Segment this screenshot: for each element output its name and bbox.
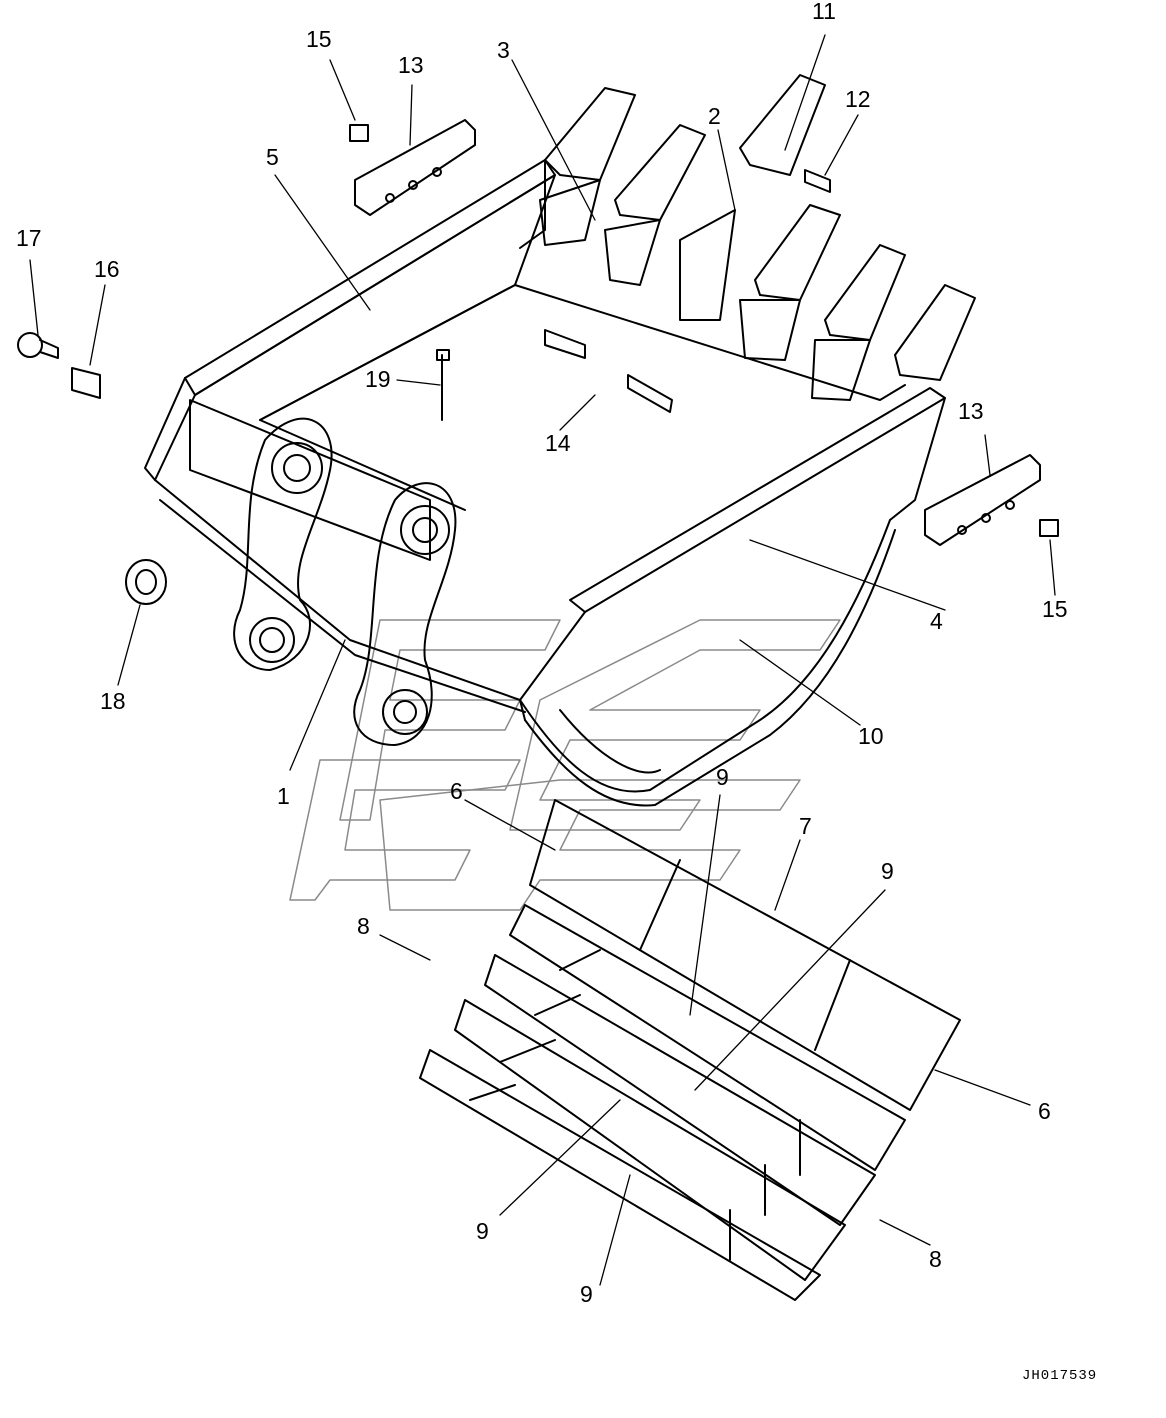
- callout-18: 18: [100, 688, 126, 714]
- callout-1: 1: [277, 783, 290, 809]
- callout-13-right: 13: [958, 398, 984, 424]
- wear-liners: [419, 799, 961, 1301]
- hardware: [17, 124, 1059, 605]
- leader-lines: [29, 34, 1056, 1286]
- nut-15-left: [349, 124, 369, 142]
- lock-16: [71, 367, 101, 399]
- link-bracket-right: [353, 482, 457, 746]
- callout-11: 11: [812, 0, 836, 24]
- callout-9-bottom: 9: [580, 1281, 593, 1307]
- shim-18: [125, 559, 167, 605]
- bolt-14a: [544, 329, 586, 359]
- callout-10: 10: [858, 723, 884, 749]
- bolt-14b: [627, 374, 673, 413]
- pin-17: [17, 332, 43, 358]
- callout-14: 14: [545, 430, 571, 456]
- callout-15-left: 15: [306, 26, 332, 52]
- callout-16: 16: [94, 256, 120, 282]
- callout-15-right: 15: [1042, 596, 1068, 622]
- callout-5: 5: [266, 144, 279, 170]
- bucket-body: [144, 159, 946, 807]
- bucket-teeth: [539, 74, 976, 401]
- callout-6-top: 6: [450, 778, 463, 804]
- document-id: JH017539: [1022, 1368, 1098, 1384]
- callout-12: 12: [845, 86, 871, 112]
- callout-2: 2: [708, 103, 721, 129]
- callout-19: 19: [365, 366, 391, 392]
- callout-13-left: 13: [398, 52, 424, 78]
- side-cutter-left: [354, 119, 476, 216]
- callout-6-right: 6: [1038, 1098, 1051, 1124]
- callout-7: 7: [799, 813, 812, 839]
- link-bracket-left: [233, 417, 333, 671]
- callout-4: 4: [930, 608, 943, 634]
- callout-17: 17: [16, 225, 42, 251]
- callout-8-right: 8: [929, 1246, 942, 1272]
- callout-9-top: 9: [716, 764, 729, 790]
- watermark-logo: [289, 619, 841, 911]
- callout-8-left: 8: [357, 913, 370, 939]
- callout-9-lower-left: 9: [476, 1218, 489, 1244]
- pin-12: [804, 169, 831, 193]
- callout-9-upper-right: 9: [881, 858, 894, 884]
- nut-15-right: [1039, 519, 1059, 537]
- callout-3: 3: [497, 37, 510, 63]
- side-cutter-right: [924, 454, 1041, 546]
